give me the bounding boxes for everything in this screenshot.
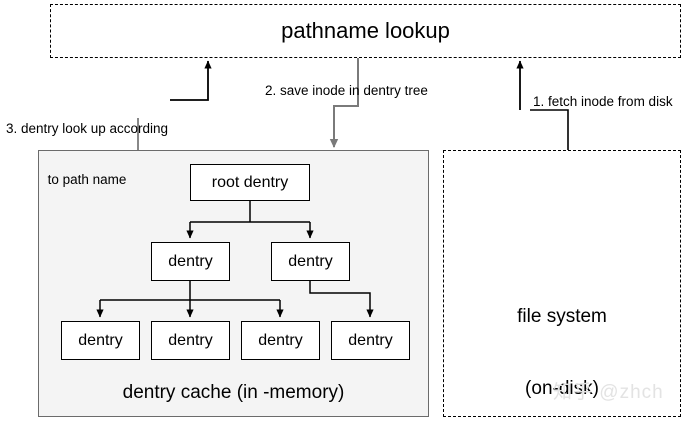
node-root-dentry[interactable]: root dentry (190, 164, 310, 201)
region-file-system (443, 150, 681, 417)
node-dentry-leaf-1-label: dentry (78, 331, 123, 349)
node-dentry-leaf-3-label: dentry (258, 331, 303, 349)
watermark: 知乎 @zhch (553, 382, 664, 403)
node-root-dentry-label: root dentry (211, 173, 289, 191)
node-dentry-leaf-1[interactable]: dentry (61, 321, 140, 360)
tree-edges-root-to-middle (186, 201, 314, 239)
node-dentry-leaf-2-label: dentry (168, 331, 213, 349)
region-file-system-label-line1: file system (517, 306, 607, 327)
node-dentry-mid-2[interactable]: dentry (271, 242, 350, 281)
region-file-system-label-line2: (on-disk) (525, 378, 599, 399)
node-dentry-leaf-3[interactable]: dentry (241, 321, 320, 360)
tree-edges-middle2-to-leaf (309, 281, 374, 318)
step-3-label: 3. dentry look up according to path name (2, 86, 172, 222)
connector-step-2 (329, 58, 359, 148)
step-1-label: 1. fetch inode from disk (533, 94, 673, 109)
node-dentry-leaf-4[interactable]: dentry (331, 321, 410, 360)
connector-step-1 (516, 60, 569, 150)
region-dentry-cache-label: dentry cache (in -memory) (122, 382, 345, 403)
connector-step-3 (137, 60, 212, 150)
region-pathname-lookup-label: pathname lookup (281, 18, 450, 43)
region-file-system-label: file system (on-disk) (443, 257, 681, 421)
node-dentry-leaf-4-label: dentry (348, 331, 393, 349)
node-dentry-mid-2-label: dentry (288, 252, 333, 270)
region-pathname-lookup (50, 4, 681, 58)
node-dentry-mid-1-label: dentry (168, 252, 213, 270)
step-2-label: 2. save inode in dentry tree (265, 83, 428, 98)
node-dentry-leaf-2[interactable]: dentry (151, 321, 230, 360)
step-3-label-line1: 3. dentry look up according (5, 121, 169, 136)
node-dentry-mid-1[interactable]: dentry (151, 242, 230, 281)
tree-edges-middle1-to-leaves (96, 281, 284, 318)
step-3-label-line2: to path name (47, 172, 127, 187)
